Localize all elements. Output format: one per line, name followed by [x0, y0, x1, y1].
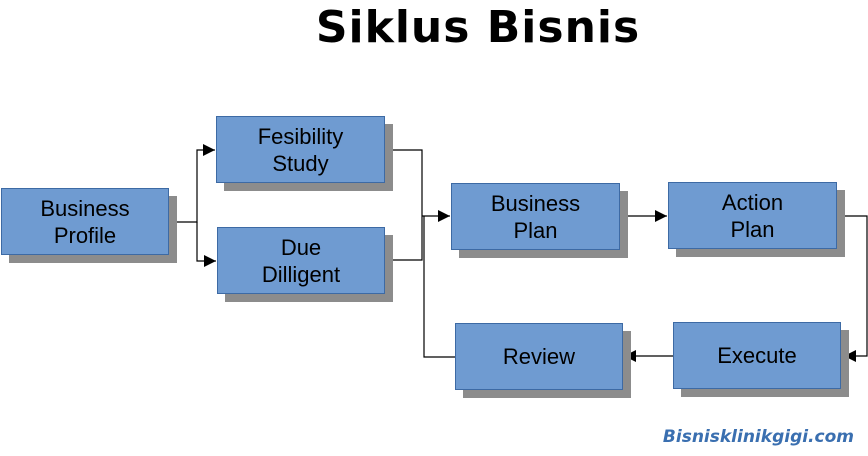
node-business-plan: Business Plan: [451, 183, 620, 250]
node-label: Execute: [717, 343, 797, 368]
connector-review-loop: [423, 216, 456, 358]
node-label: Plan: [513, 217, 558, 243]
node-action-plan: Action Plan: [668, 182, 837, 249]
node-label: Fesibility: [257, 123, 344, 149]
node-label: Profile: [53, 222, 117, 248]
connector-profile-diligent: [196, 222, 216, 267]
node-label: Plan: [730, 216, 775, 242]
page-title: Siklus Bisnis: [315, 2, 641, 53]
connector-profile-feasibility: [169, 144, 215, 223]
connector-feasibility-plan: [385, 149, 423, 261]
node-business-profile: Business Profile: [1, 188, 169, 255]
node-review: Review: [455, 323, 623, 390]
node-feasibility-study: Fesibility Study: [216, 116, 385, 183]
node-label: Business: [490, 190, 581, 216]
node-label: Study: [272, 150, 329, 176]
node-due-diligent: Due Dilligent: [217, 227, 385, 294]
node-execute: Execute: [673, 322, 841, 389]
node-label: Due: [280, 234, 322, 260]
node-label: Dilligent: [261, 261, 341, 287]
node-label: Review: [502, 344, 576, 369]
footer-watermark: Bisnisklinikgigi.com: [662, 427, 854, 447]
node-label: Action: [721, 189, 784, 215]
connector-action-execute: [838, 215, 868, 362]
node-label: Business: [40, 195, 130, 221]
